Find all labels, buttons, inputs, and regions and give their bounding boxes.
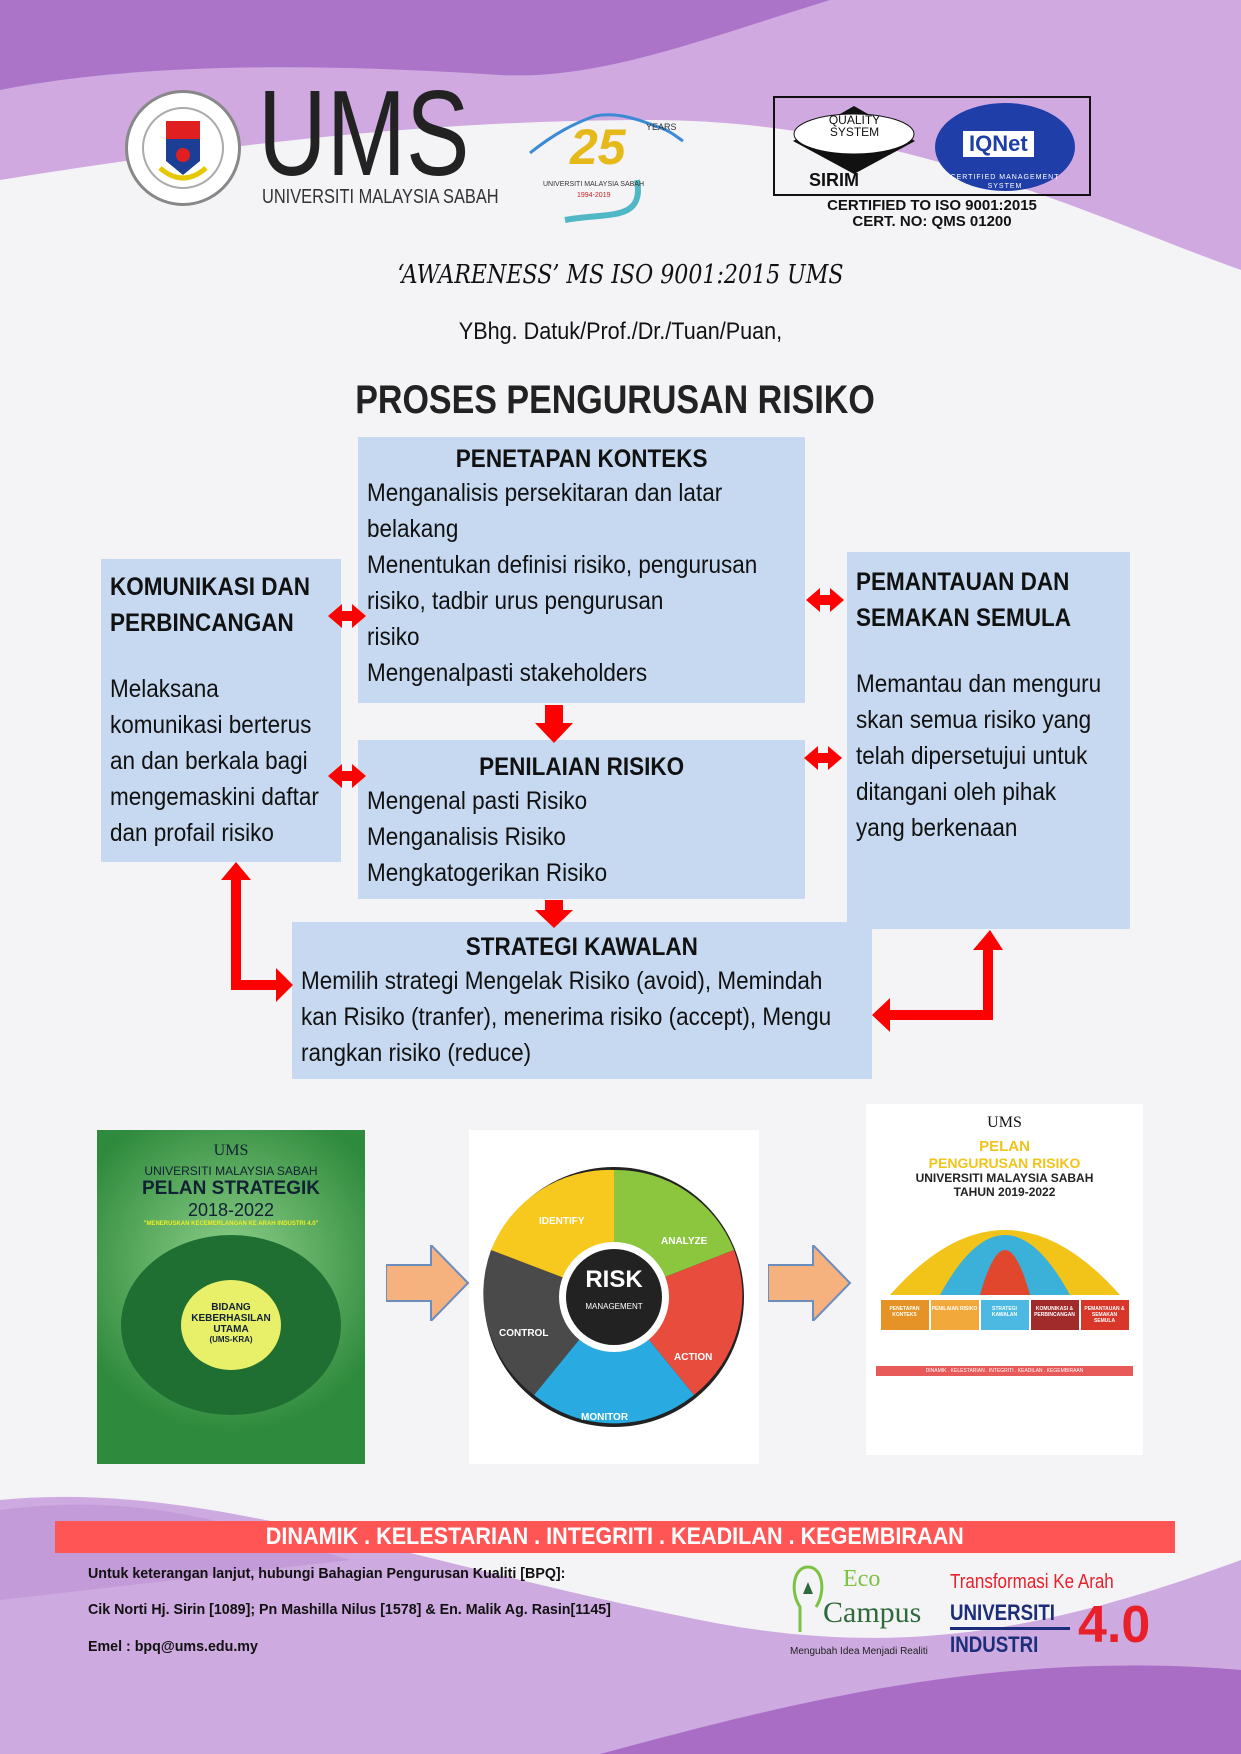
right-arrow-icon (768, 1245, 852, 1321)
down-arrow-icon (535, 900, 573, 928)
sirim-logo: QUALITY SYSTEM SIRIM (787, 104, 922, 194)
iqnet-logo: CERTIFIED MANAGEMENT SYSTEM IQNet (935, 103, 1075, 191)
contact-line-1: Untuk keterangan lanjut, hubungi Bahagia… (88, 1565, 566, 1582)
contact-line-2: Cik Norti Hj. Sirin [1089]; Pn Mashilla … (88, 1601, 611, 1618)
eco-campus-logo: Eco Campus Mengubah Idea Menjadi Realiti (790, 1565, 928, 1657)
ums-seal-logo (125, 90, 241, 206)
awareness-title: ‘AWARENESS’ MS ISO 9001:2015 UMS (397, 260, 844, 290)
anniversary-25-logo: 25 YEARS UNIVERSITI MALAYSIA SABAH 1994-… (525, 108, 705, 228)
double-arrow-icon (804, 746, 842, 770)
strategi-kawalan-box: STRATEGI KAWALAN Memilih strategi Mengel… (301, 933, 832, 1067)
flow-arrows (221, 588, 1003, 1032)
diagram-title: PROSES PENGURUSAN RISIKO (355, 378, 875, 422)
ums-logo-text: UMS (258, 65, 470, 201)
risk-management-wheel-image: RISK MANAGEMENT IDENTIFY ANALYZE ACTION … (469, 1130, 759, 1464)
bent-arrow-left-icon (221, 862, 293, 1002)
pelan-pengurusan-risiko-image: UMS PELAN PENGURUSAN RISIKO UNIVERSITI M… (866, 1104, 1143, 1455)
salutation: YBhg. Datuk/Prof./Dr./Tuan/Puan, (458, 318, 783, 345)
right-arrow-icon (386, 1245, 470, 1321)
email-text[interactable]: Emel : bpq@ums.edu.my (88, 1638, 258, 1655)
ums-logo-subtitle: UNIVERSITI MALAYSIA SABAH (262, 186, 499, 208)
down-arrow-icon (535, 705, 573, 743)
iso-certification-box: QUALITY SYSTEM SIRIM CERTIFIED MANAGEMEN… (773, 96, 1091, 196)
double-arrow-icon (328, 604, 366, 628)
pelan-strategik-image: UMS UNIVERSITI MALAYSIA SABAH PELAN STRA… (97, 1130, 365, 1464)
double-arrow-icon (806, 588, 844, 612)
double-arrow-icon (328, 764, 366, 788)
penetapan-konteks-box: PENETAPAN KONTEKS Menganalisis persekita… (367, 445, 758, 687)
cert-text-1: CERTIFIED TO ISO 9001:2015 (827, 197, 1037, 214)
cert-text-2: CERT. NO: QMS 01200 (852, 213, 1012, 230)
transformasi-industri-logo: Transformasi Ke Arah UNIVERSITI INDUSTRI… (950, 1571, 1151, 1657)
values-banner: DINAMIK . KELESTARIAN . INTEGRITI . KEAD… (55, 1521, 1175, 1553)
bent-arrow-right-icon (872, 930, 1003, 1032)
